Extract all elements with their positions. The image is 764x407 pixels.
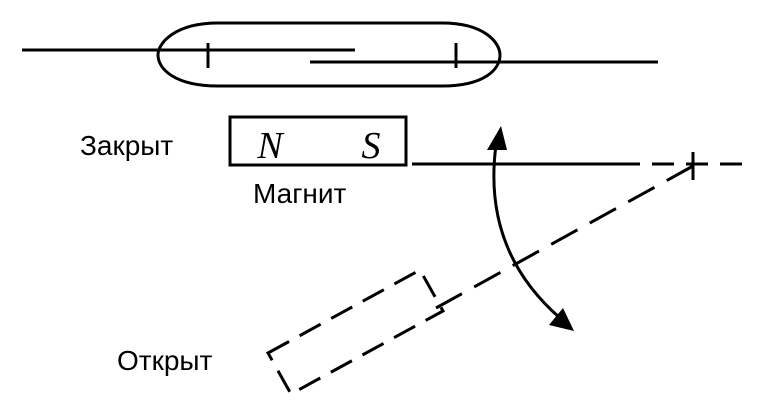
magnet-label: Магнит — [253, 178, 347, 209]
reed-switch-glass-bulb — [156, 21, 502, 88]
magnet-body — [228, 115, 408, 167]
rotation-arc — [492, 144, 561, 320]
magnet-north-pole-label: N — [256, 125, 285, 167]
open-label: Открыт — [117, 345, 213, 376]
magnet-south-pole-label: S — [362, 125, 381, 167]
reed-switch — [22, 21, 658, 88]
arrowhead-bottom-icon — [549, 308, 574, 331]
arm-open-dashed — [435, 164, 694, 310]
magnet-closed-position: N S — [228, 115, 408, 167]
closed-label: Закрыт — [80, 130, 173, 161]
rotation-arrow — [487, 126, 574, 331]
magnet-open-position — [265, 267, 446, 397]
magnet-arm — [412, 152, 742, 310]
magnet-open-outline — [265, 267, 446, 397]
arrowhead-top-icon — [487, 126, 507, 150]
